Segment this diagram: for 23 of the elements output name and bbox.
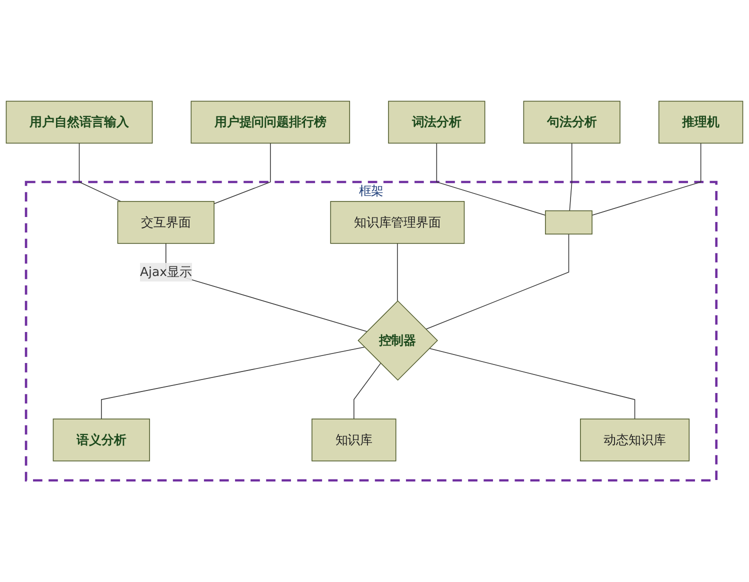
node-box: 动态知识库 bbox=[580, 418, 690, 462]
connector bbox=[425, 234, 570, 330]
node-box: 推理机 bbox=[658, 101, 744, 144]
node-box: 词法分析 bbox=[388, 101, 486, 144]
node-box bbox=[545, 210, 592, 235]
node-box: 句法分析 bbox=[523, 101, 620, 144]
connector bbox=[428, 348, 636, 420]
node-diamond: 控制器 bbox=[358, 300, 438, 381]
connector bbox=[592, 142, 702, 216]
connector bbox=[354, 363, 381, 420]
connector bbox=[214, 142, 271, 204]
node-box: 知识库 bbox=[312, 418, 396, 462]
node-box: 交互界面 bbox=[117, 201, 214, 244]
connector bbox=[78, 142, 122, 202]
connector bbox=[397, 243, 398, 302]
node-box: 用户自然语言输入 bbox=[6, 101, 153, 144]
node-box: 知识库管理界面 bbox=[330, 201, 465, 244]
node-box: 用户提问问题排行榜 bbox=[190, 101, 350, 144]
connector bbox=[436, 142, 546, 216]
connector bbox=[569, 142, 572, 212]
node-box: 语义分析 bbox=[52, 418, 150, 462]
edge-label: Ajax显示 bbox=[140, 264, 192, 280]
connector bbox=[101, 346, 365, 420]
